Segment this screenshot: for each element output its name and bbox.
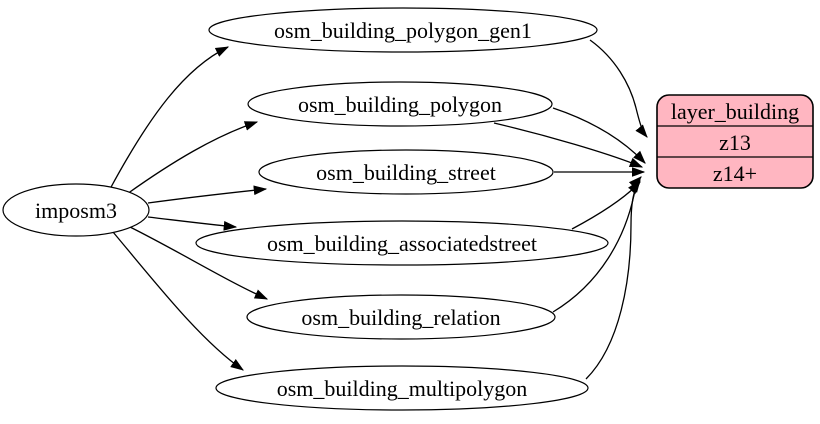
node-osm_building_polygon: osm_building_polygon bbox=[247, 81, 553, 127]
layer-row-z14plus: z14+ bbox=[713, 161, 757, 186]
table-label: osm_building_street bbox=[316, 160, 496, 185]
edge-imposm3-to-osm_building_multipolygon bbox=[112, 231, 244, 371]
node-osm_building_street: osm_building_street bbox=[258, 149, 554, 195]
imposm3-label: imposm3 bbox=[35, 198, 117, 223]
table-ellipse bbox=[247, 81, 553, 127]
edge-osm_building_multipolygon-to-z14 bbox=[585, 179, 641, 380]
node-osm_building_multipolygon: osm_building_multipolygon bbox=[215, 365, 589, 411]
edge-imposm3-to-osm_building_relation bbox=[129, 226, 269, 300]
imposm3-ellipse bbox=[2, 183, 150, 237]
edge-imposm3-to-osm_building_polygon_gen1 bbox=[109, 46, 230, 190]
table-label: osm_building_relation bbox=[301, 305, 500, 330]
table-ellipse bbox=[258, 149, 554, 195]
edge-imposm3-to-osm_building_street bbox=[147, 185, 268, 204]
table-label: osm_building_multipolygon bbox=[277, 376, 528, 401]
table-ellipse bbox=[246, 294, 556, 340]
node-imposm3: imposm3 bbox=[2, 183, 150, 237]
edge-osm_building_associatedstreet-to-z14 bbox=[571, 181, 641, 230]
layer-title: layer_building bbox=[671, 99, 799, 124]
edge-osm_building_polygon-to-z14-a bbox=[552, 107, 646, 164]
node-osm_building_associatedstreet: osm_building_associatedstreet bbox=[195, 220, 609, 266]
table-label: osm_building_polygon_gen1 bbox=[274, 18, 532, 43]
table-label: osm_building_polygon bbox=[298, 92, 502, 117]
edge-imposm3-to-osm_building_polygon bbox=[126, 121, 259, 195]
edge-imposm3-to-osm_building_associatedstreet bbox=[147, 216, 238, 231]
edge-osm_building_polygon-to-z14-b bbox=[493, 122, 644, 168]
edge-osm_building_polygon_gen1-to-z13 bbox=[589, 39, 648, 138]
table-label: osm_building_associatedstreet bbox=[267, 231, 537, 256]
node-osm_building_polygon_gen1: osm_building_polygon_gen1 bbox=[208, 7, 598, 53]
layer-row-z13: z13 bbox=[719, 130, 751, 155]
layer-record-border bbox=[656, 94, 814, 189]
node-osm_building_relation: osm_building_relation bbox=[246, 294, 556, 340]
table-ellipse bbox=[208, 7, 598, 53]
node-layer_building: layer_building z13 z14+ bbox=[656, 94, 814, 189]
table-ellipse bbox=[195, 220, 609, 266]
layer-record-fill bbox=[657, 95, 813, 188]
table-ellipse bbox=[215, 365, 589, 411]
